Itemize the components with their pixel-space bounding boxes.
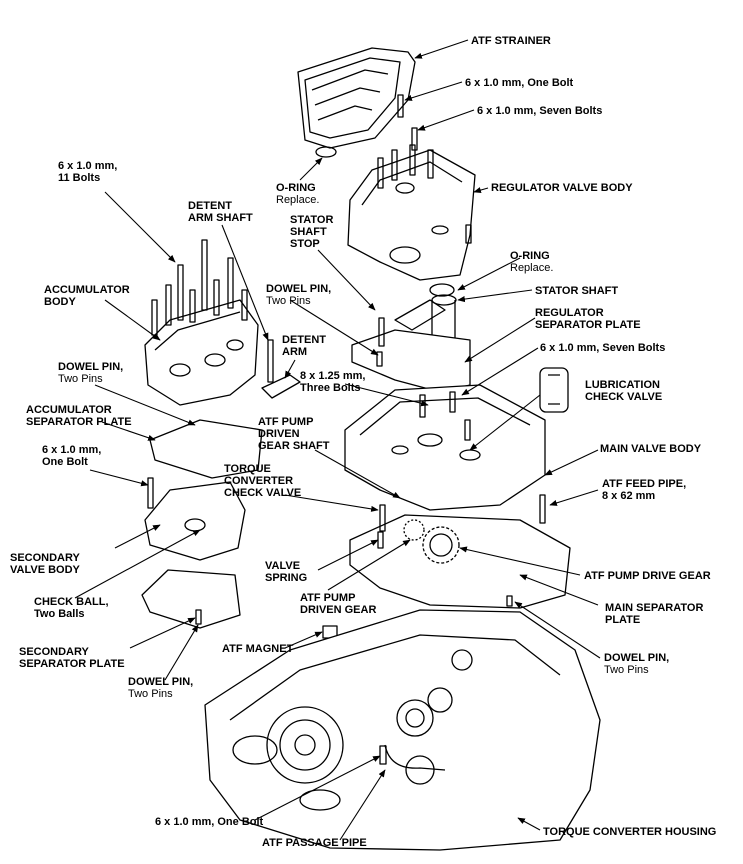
leader-dowel-pin-right bbox=[514, 601, 601, 659]
leader-bolt-one-left bbox=[89, 469, 149, 487]
label-bolt-seven-top: 6 x 1.0 mm, Seven Bolts bbox=[477, 105, 603, 117]
leader-oring-top bbox=[299, 157, 323, 181]
label-atf-feed-pipe: ATF FEED PIPE, 8 x 62 mm bbox=[602, 478, 687, 502]
label-stator-shaft-stop: STATOR SHAFT STOP bbox=[290, 214, 334, 250]
leader-bolt-one-top bbox=[404, 81, 463, 101]
label-atf-pump-driven-gear: ATF PUMP DRIVEN GEAR bbox=[300, 592, 377, 616]
leader-pump-driven-gear-shaft bbox=[314, 449, 401, 499]
leader-atf-pump-driven-gear bbox=[327, 539, 411, 591]
leader-detent-arm-shaft bbox=[221, 224, 269, 341]
label-bolt-one-top: 6 x 1.0 mm, One Bolt bbox=[465, 77, 574, 89]
label-dowel-pin-bottom: DOWEL PIN, Two Pins bbox=[128, 676, 194, 700]
leader-torque-conv-check-valve bbox=[284, 494, 379, 512]
label-secondary-valve-body: SECONDARY VALVE BODY bbox=[10, 552, 80, 576]
leader-valve-spring bbox=[317, 539, 379, 571]
label-oring-top: O-RING Replace. bbox=[276, 182, 320, 206]
leader-atf-pump-drive-gear bbox=[459, 546, 581, 576]
leader-stator-shaft-stop bbox=[317, 249, 376, 311]
accumulator-separator-plate-part bbox=[149, 419, 263, 479]
leader-stator-shaft bbox=[457, 289, 533, 303]
main-valve-body-part bbox=[344, 367, 569, 524]
leader-detent-arm bbox=[284, 359, 296, 379]
leader-bolt-seven-top bbox=[417, 109, 475, 131]
leader-lub-check-valve bbox=[469, 394, 541, 451]
secondary-valve-body-part bbox=[144, 477, 246, 561]
leader-dowel-pin-bottom bbox=[164, 624, 199, 681]
leader-atf-feed-pipe bbox=[549, 489, 599, 506]
leader-secondary-valve-body bbox=[114, 524, 161, 549]
leader-dowel-pin-left bbox=[94, 384, 196, 426]
label-regulator-sep-plate: REGULATOR SEPARATOR PLATE bbox=[535, 307, 641, 331]
label-atf-strainer: ATF STRAINER bbox=[471, 35, 551, 47]
leader-torque-converter-housing bbox=[517, 817, 541, 831]
label-atf-pump-drive-gear: ATF PUMP DRIVE GEAR bbox=[584, 570, 711, 582]
label-lub-check-valve: LUBRICATION CHECK VALVE bbox=[585, 379, 663, 403]
label-dowel-pin-top: DOWEL PIN, Two Pins bbox=[266, 283, 332, 307]
leader-atf-magnet bbox=[284, 631, 323, 649]
leader-regulator-valve-body bbox=[473, 187, 489, 194]
leader-oring-mid bbox=[457, 257, 521, 291]
label-stator-shaft: STATOR SHAFT bbox=[535, 285, 619, 297]
label-accumulator-body: ACCUMULATOR BODY bbox=[44, 284, 130, 308]
regulator-valve-body-part bbox=[347, 94, 476, 281]
label-oring-mid: O-RING Replace. bbox=[510, 250, 554, 274]
torque-converter-housing-part bbox=[204, 609, 601, 851]
label-regulator-valve-body: REGULATOR VALVE BODY bbox=[491, 182, 633, 194]
leader-bolt-one-bottom bbox=[254, 755, 381, 821]
label-check-ball: CHECK BALL, Two Balls bbox=[34, 596, 109, 620]
label-main-valve-body: MAIN VALVE BODY bbox=[600, 443, 702, 455]
leader-bolts-11 bbox=[104, 191, 176, 263]
label-bolt-one-bottom: 6 x 1.0 mm, One Bolt bbox=[155, 816, 264, 828]
label-detent-arm-shaft: DETENT ARM SHAFT bbox=[188, 200, 253, 224]
label-dowel-pin-left: DOWEL PIN, Two Pins bbox=[58, 361, 124, 385]
secondary-separator-plate-part bbox=[141, 569, 241, 629]
label-valve-spring: VALVE SPRING bbox=[265, 560, 308, 584]
label-pump-driven-gear-shaft: ATF PUMP DRIVEN GEAR SHAFT bbox=[258, 416, 330, 452]
label-bolts-11: 6 x 1.0 mm, 11 Bolts bbox=[58, 160, 118, 184]
leader-accum-sep-plate bbox=[101, 421, 156, 441]
label-secondary-sep-plate: SECONDARY SEPARATOR PLATE bbox=[19, 646, 125, 670]
label-detent-arm: DETENT ARM bbox=[282, 334, 326, 358]
main-separator-plate-part bbox=[349, 504, 571, 609]
label-torque-conv-check-valve: TORQUE CONVERTER CHECK VALVE bbox=[224, 463, 302, 499]
label-bolt-seven-mid: 6 x 1.0 mm, Seven Bolts bbox=[540, 342, 666, 354]
label-bolts-8x125: 8 x 1.25 mm, Three Bolts bbox=[300, 370, 366, 394]
leader-dowel-pin-top bbox=[289, 299, 379, 356]
leader-regulator-sep-plate bbox=[464, 317, 536, 363]
label-torque-converter-housing: TORQUE CONVERTER HOUSING bbox=[543, 826, 717, 838]
leader-main-valve-body bbox=[544, 449, 599, 476]
label-bolt-one-left: 6 x 1.0 mm, One Bolt bbox=[42, 444, 102, 468]
label-atf-passage-pipe: ATF PASSAGE PIPE bbox=[262, 837, 367, 849]
label-accum-sep-plate: ACCUMULATOR SEPARATOR PLATE bbox=[26, 404, 132, 428]
label-dowel-pin-right: DOWEL PIN, Two Pins bbox=[604, 652, 670, 676]
leader-main-sep-plate bbox=[519, 574, 599, 606]
leader-atf-passage-pipe bbox=[339, 769, 386, 841]
leader-check-ball bbox=[74, 529, 201, 599]
leader-accumulator-body bbox=[104, 299, 161, 341]
label-atf-magnet: ATF MAGNET bbox=[222, 643, 294, 655]
leader-atf-strainer bbox=[414, 39, 469, 59]
leader-secondary-sep-plate bbox=[129, 617, 196, 649]
label-main-sep-plate: MAIN SEPARATOR PLATE bbox=[605, 602, 704, 626]
leader-bolts-8x125 bbox=[344, 383, 429, 407]
leader-bolt-seven-mid bbox=[461, 347, 539, 396]
accumulator-body-part bbox=[144, 239, 301, 406]
